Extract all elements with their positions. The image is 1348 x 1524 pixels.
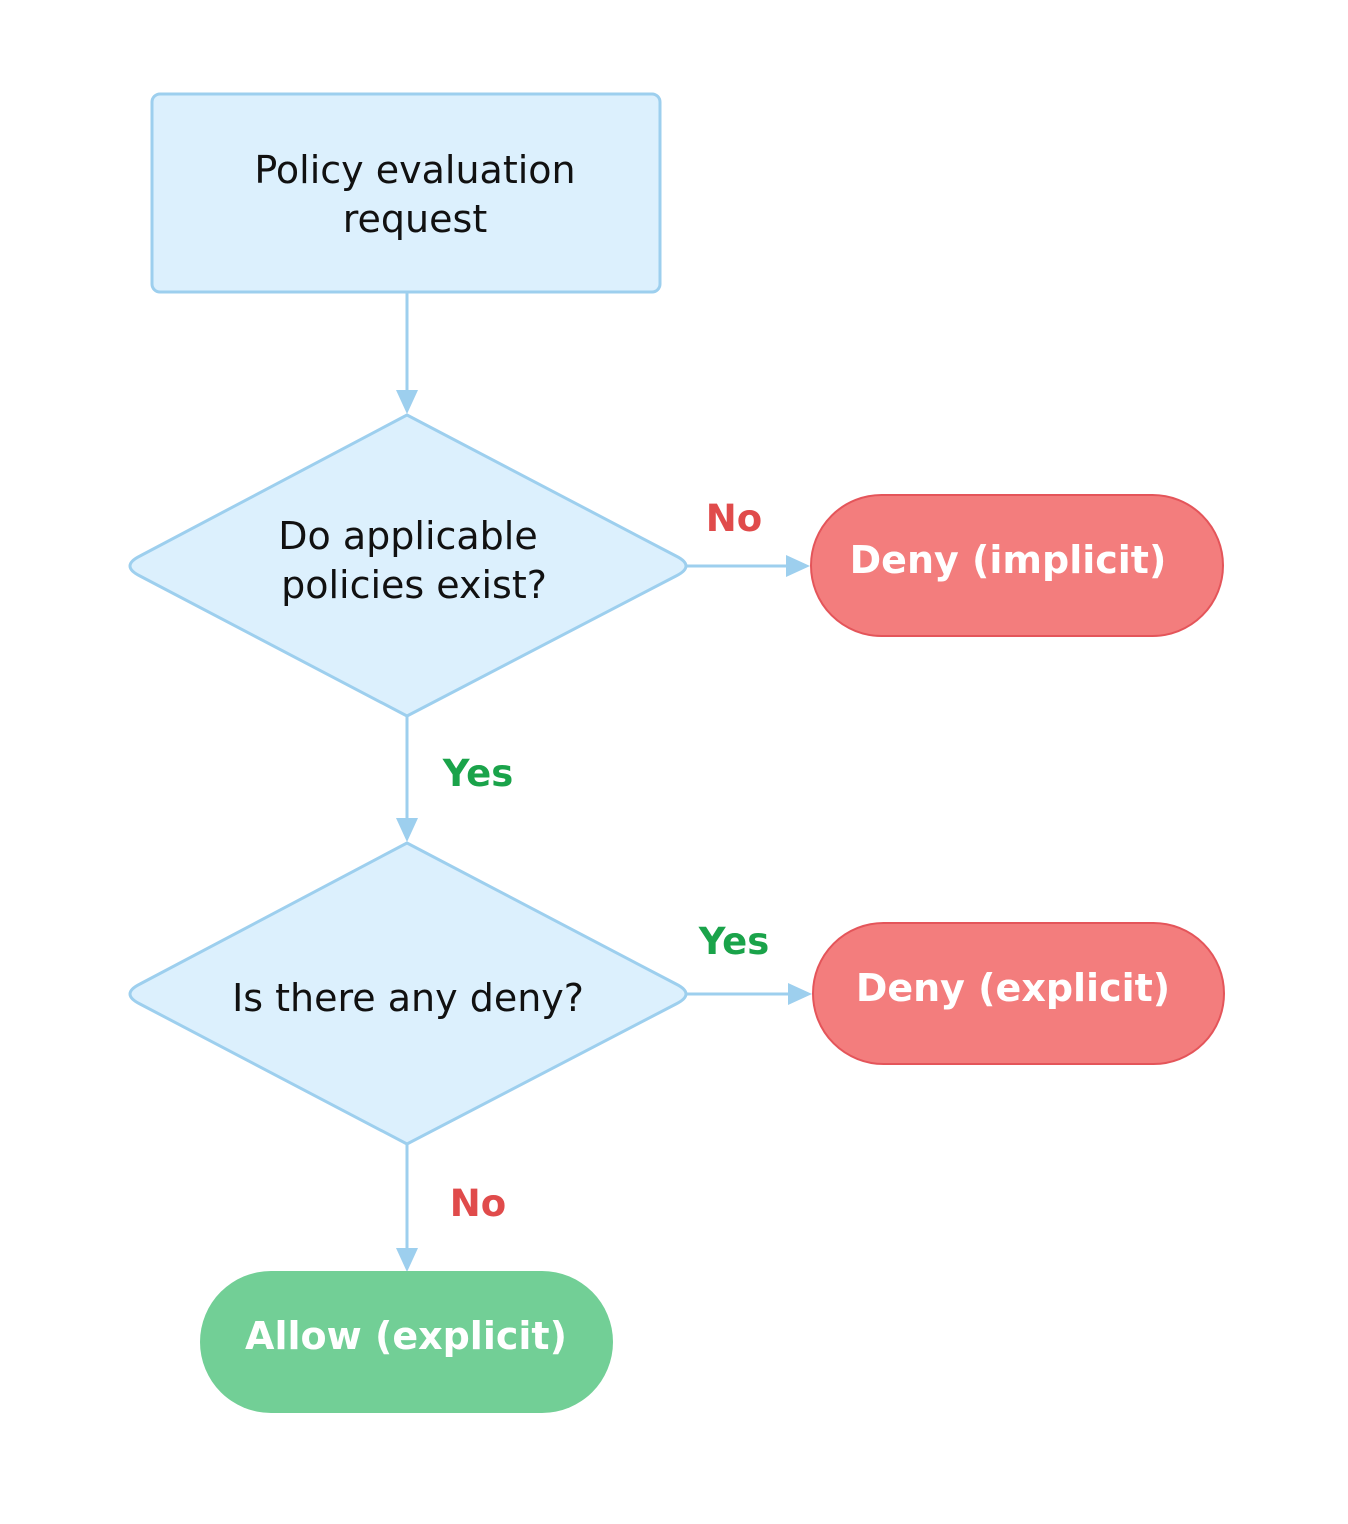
start-box [150, 92, 662, 294]
decision-deny-node: Is there any deny? [128, 841, 688, 1146]
start-label-line1: Policy evaluation [254, 148, 575, 192]
edge-label-deny-no: No [450, 1182, 506, 1225]
decision-policies-diamond [128, 413, 688, 718]
start-node: Policy evaluation request [150, 92, 662, 294]
connectors [396, 292, 812, 1272]
arrowhead-policies-to-deny-implicit [786, 555, 810, 577]
arrowhead-policies-to-deny-check [396, 818, 418, 842]
decision-deny-label: Is there any deny? [232, 976, 584, 1020]
start-label-line2: request [343, 197, 487, 241]
decision-policies-label-line2: policies exist? [281, 563, 547, 607]
deny-explicit-pill [812, 922, 1225, 1065]
edge-label-policies-yes: Yes [442, 752, 514, 795]
decision-deny-diamond [128, 841, 688, 1146]
allow-explicit-label: Allow (explicit) [245, 1314, 567, 1358]
decision-policies-node: Do applicable policies exist? [128, 413, 688, 718]
allow-explicit-node: Allow (explicit) [200, 1271, 613, 1413]
deny-implicit-node: Deny (implicit) [810, 494, 1224, 637]
deny-implicit-label: Deny (implicit) [850, 538, 1167, 582]
edge-label-policies-no: No [706, 497, 762, 540]
edge-label-deny-yes: Yes [698, 920, 770, 963]
arrowhead-deny-check-to-deny-explicit [788, 983, 812, 1005]
arrowhead-deny-check-to-allow [396, 1248, 418, 1272]
allow-explicit-pill [200, 1271, 613, 1413]
deny-implicit-pill [810, 494, 1224, 637]
deny-explicit-label: Deny (explicit) [856, 966, 1170, 1010]
deny-explicit-node: Deny (explicit) [812, 922, 1225, 1065]
decision-policies-label-line1: Do applicable [278, 514, 537, 558]
arrowhead-start-to-policies [396, 390, 418, 414]
